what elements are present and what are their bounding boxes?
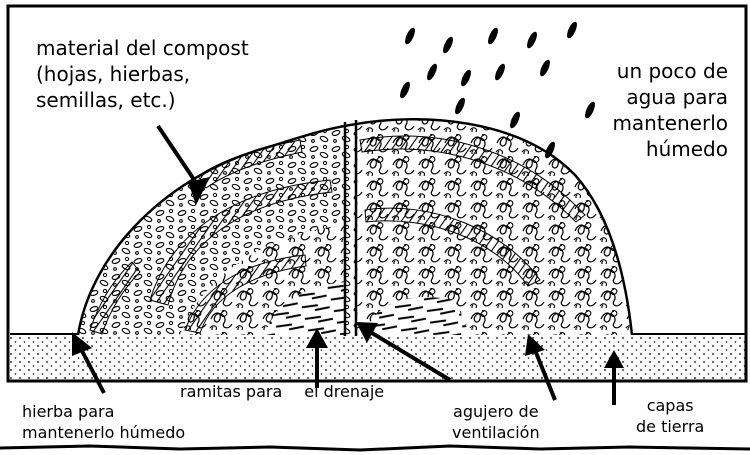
frame-border xyxy=(6,4,748,383)
label-twigs: ramitas para el drenaje xyxy=(180,382,384,403)
label-line: un poco de xyxy=(616,59,728,83)
label-vent-hole: agujero de ventilación xyxy=(452,402,540,444)
water-drops xyxy=(400,21,595,159)
label-line: mantenerlo xyxy=(612,111,728,135)
grass-bands xyxy=(89,135,586,335)
arrow-vent-hole xyxy=(370,331,452,382)
soil-layer xyxy=(10,334,745,380)
label-line: (hojas, hierbas, xyxy=(36,62,191,86)
dome-outline xyxy=(76,118,634,336)
label-line: capas xyxy=(646,396,694,415)
arrow-compost-material xyxy=(156,124,203,192)
ventilation-pole xyxy=(343,120,358,336)
label-grass: hierba para mantenerlo húmedo xyxy=(22,402,185,444)
arrows xyxy=(72,124,624,405)
arrow-vent-pipe xyxy=(533,349,557,401)
label-water: un poco de agua para mantenerlo húmedo xyxy=(612,58,728,162)
arrow-grass xyxy=(78,346,106,394)
bottom-edge xyxy=(0,444,750,452)
label-soil-layers: capas de tierra xyxy=(636,396,704,438)
label-line: agua para xyxy=(626,85,728,109)
label-line: de tierra xyxy=(636,416,705,436)
label-line: hierba para xyxy=(22,402,115,421)
label-compost-material: material del compost (hojas, hierbas, se… xyxy=(36,35,249,113)
label-line: agujero de xyxy=(453,402,539,421)
label-line: mantenerlo húmedo xyxy=(22,422,186,442)
label-line: ventilación xyxy=(452,422,540,442)
label-line: ramitas para xyxy=(180,382,283,401)
label-line: material del compost xyxy=(36,36,249,60)
label-line: húmedo xyxy=(645,137,728,161)
label-line: el drenaje xyxy=(304,382,385,401)
label-line: semillas, etc.) xyxy=(36,88,176,112)
